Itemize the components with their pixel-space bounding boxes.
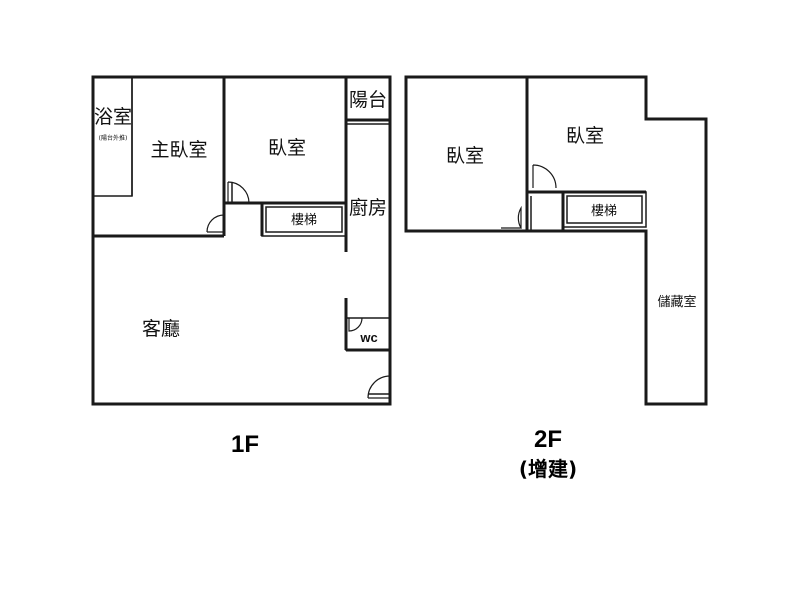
stairs-2f-box [562,191,647,228]
entrance-door [367,375,391,399]
floor-2-title: 2F [534,426,562,453]
wc-label: wc [359,330,377,345]
kitchen-label: 廚房 [349,196,387,219]
wc-door [348,317,363,332]
master-bedroom-label: 主臥室 [150,139,207,161]
bathroom-label: 浴室 [94,106,132,128]
floor-1-outer-wall [91,75,392,406]
master-bedroom-door [206,214,225,233]
balcony-label: 陽台 [349,89,387,111]
bathroom-note-label: (陽台外推) [99,134,128,142]
living-room-label: 客廳 [142,318,180,340]
stairs-1f-inner [265,206,343,233]
floor-1-title: 1F [231,431,259,458]
floor-2-subtitle: (增建) [519,457,577,481]
floor-2-plan: 臥室 臥室 樓梯 儲藏室 2F (增建) [404,75,708,481]
right-bedroom-door [532,164,557,189]
right-bedroom-label: 臥室 [566,125,604,147]
left-bedroom-door [501,205,523,229]
floor-2-outer-wall [404,75,708,406]
left-bedroom-label: 臥室 [446,145,484,167]
stairs-2f-label: 樓梯 [591,204,617,219]
floor-1-plan: 浴室 (陽台外推) 主臥室 臥室 陽台 樓梯 廚房 客廳 wc 1F [91,75,392,458]
bedroom-door [227,181,253,204]
stairs-2f-inner [566,195,643,224]
stairs-1f-label: 樓梯 [291,213,317,228]
bedroom-label: 臥室 [268,137,306,159]
storage-label: 儲藏室 [657,294,696,310]
